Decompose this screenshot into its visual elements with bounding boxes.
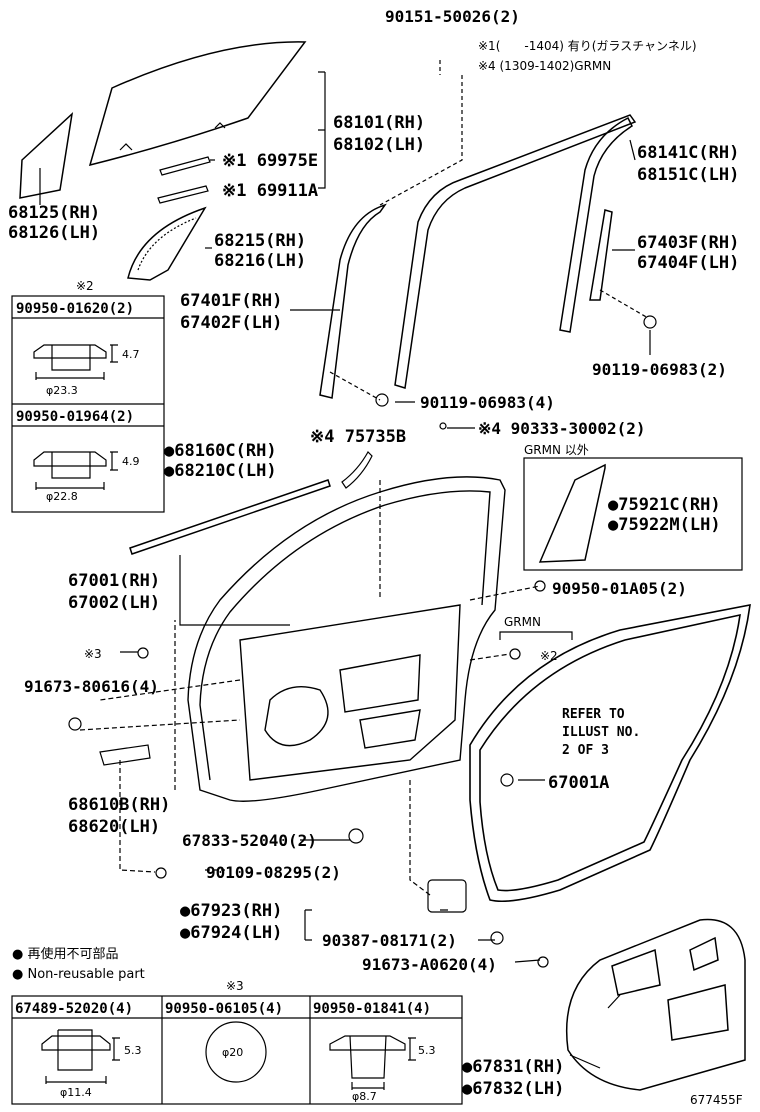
note-1: ※1( -1404) 有り(ガラスチャンネル) bbox=[478, 39, 697, 53]
refer-line-1: REFER TO bbox=[562, 707, 625, 722]
run-channel-drawings bbox=[319, 114, 637, 399]
label-67831: ●67831(RH) bbox=[462, 1057, 564, 1077]
label-67401: 67401F(RH) bbox=[180, 291, 282, 311]
box-bottom-b-d: φ20 bbox=[222, 1046, 243, 1059]
box-bottom-a-h: 5.3 bbox=[124, 1044, 142, 1057]
legend-jp: ● 再使用不可部品 bbox=[12, 946, 118, 962]
box-bottom-c-d: φ8.7 bbox=[352, 1090, 377, 1103]
label-67832: ●67832(LH) bbox=[462, 1079, 564, 1099]
label-75921: ●75921C(RH) bbox=[608, 495, 721, 515]
door-glass-drawing bbox=[88, 41, 307, 167]
clip-75735-drawing bbox=[341, 451, 373, 489]
label-68141: 68141C(RH) bbox=[637, 143, 739, 163]
box-bottom-b-title: 90950-06105(4) bbox=[165, 1001, 283, 1017]
glass-channel-strip-b bbox=[157, 185, 209, 204]
label-90151: 90151-50026(2) bbox=[385, 7, 520, 26]
label-67833: 67833-52040(2) bbox=[182, 831, 317, 850]
weatherstrip-drawing bbox=[469, 604, 751, 903]
label-68215: 68215(RH) bbox=[214, 231, 306, 251]
label-68151: 68151C(LH) bbox=[637, 165, 739, 185]
label-75735: ※4 75735B bbox=[310, 427, 406, 447]
note-4: ※4 (1309-1402)GRMN bbox=[478, 59, 611, 73]
belt-molding-drawing bbox=[129, 479, 331, 555]
label-91673b: 91673-A0620(4) bbox=[362, 955, 497, 974]
box-top-a-h: 4.7 bbox=[122, 348, 140, 361]
door-panel-drawing bbox=[187, 476, 506, 802]
box-bottom-a-title: 67489-52020(4) bbox=[15, 1001, 133, 1017]
clip-detail-box-top bbox=[11, 295, 165, 513]
box-bottom-a-d: φ11.4 bbox=[60, 1086, 92, 1099]
label-note2-ptr: ※2 bbox=[540, 649, 558, 663]
clip-detail-box-bottom bbox=[11, 995, 463, 1105]
label-91673: 91673-80616(4) bbox=[24, 677, 159, 696]
label-note3-ptr: ※3 bbox=[84, 647, 102, 661]
legend-en: ● Non-reusable part bbox=[12, 967, 145, 982]
box-bottom-c-h: 5.3 bbox=[418, 1044, 436, 1057]
figure-code: 677455F bbox=[690, 1093, 743, 1107]
label-68216: 68216(LH) bbox=[214, 251, 306, 271]
label-68125: 68125(RH) bbox=[8, 203, 100, 223]
label-90950-01a05: 90950-01A05(2) bbox=[552, 579, 687, 598]
corner-glass-drawing bbox=[19, 111, 74, 199]
label-68160: ●68160C(RH) bbox=[164, 441, 277, 461]
garnish-drawing bbox=[538, 463, 606, 563]
label-69975: ※1 69975E bbox=[222, 151, 318, 171]
label-67001a: 67001A bbox=[548, 773, 609, 793]
label-67404: 67404F(LH) bbox=[637, 253, 739, 273]
box-bottom-tag: ※3 bbox=[226, 979, 244, 993]
refer-line-3: 2 OF 3 bbox=[562, 743, 609, 758]
box-bottom-c-title: 90950-01841(4) bbox=[313, 1001, 431, 1017]
quarter-window-frame-drawing bbox=[127, 206, 207, 281]
label-90119-2: 90119-06983(2) bbox=[592, 360, 727, 379]
label-67402: 67402F(LH) bbox=[180, 313, 282, 333]
label-68102: 68102(LH) bbox=[333, 135, 425, 155]
label-grmn-exc: GRMN 以外 bbox=[524, 443, 589, 457]
label-68620: 68620(LH) bbox=[68, 817, 160, 837]
label-68126: 68126(LH) bbox=[8, 223, 100, 243]
label-67002: 67002(LH) bbox=[68, 593, 160, 613]
label-67924: ●67924(LH) bbox=[180, 923, 282, 943]
label-75922: ●75922M(LH) bbox=[608, 515, 721, 535]
refer-line-2: ILLUST NO. bbox=[562, 725, 640, 740]
label-grmn: GRMN bbox=[504, 615, 541, 629]
label-68210: ●68210C(LH) bbox=[164, 461, 277, 481]
box-top-tag: ※2 bbox=[76, 279, 94, 293]
label-68610: 68610B(RH) bbox=[68, 795, 170, 815]
label-67923: ●67923(RH) bbox=[180, 901, 282, 921]
box-top-a-title: 90950-01620(2) bbox=[16, 301, 134, 317]
label-90109: 90109-08295(2) bbox=[206, 863, 341, 882]
label-69911: ※1 69911A bbox=[222, 181, 318, 201]
label-68101: 68101(RH) bbox=[333, 113, 425, 133]
label-90119-4: 90119-06983(4) bbox=[420, 393, 555, 412]
label-90333: ※4 90333-30002(2) bbox=[478, 419, 646, 438]
label-90387: 90387-08171(2) bbox=[322, 931, 457, 950]
label-67403: 67403F(RH) bbox=[637, 233, 739, 253]
box-top-a-d: φ23.3 bbox=[46, 384, 78, 397]
box-top-b-d: φ22.8 bbox=[46, 490, 78, 503]
door-trim-drawing bbox=[565, 918, 746, 1091]
glass-channel-strip-a bbox=[159, 156, 211, 176]
box-top-b-h: 4.9 bbox=[122, 455, 140, 468]
label-67001: 67001(RH) bbox=[68, 571, 160, 591]
box-top-b-title: 90950-01964(2) bbox=[16, 409, 134, 425]
